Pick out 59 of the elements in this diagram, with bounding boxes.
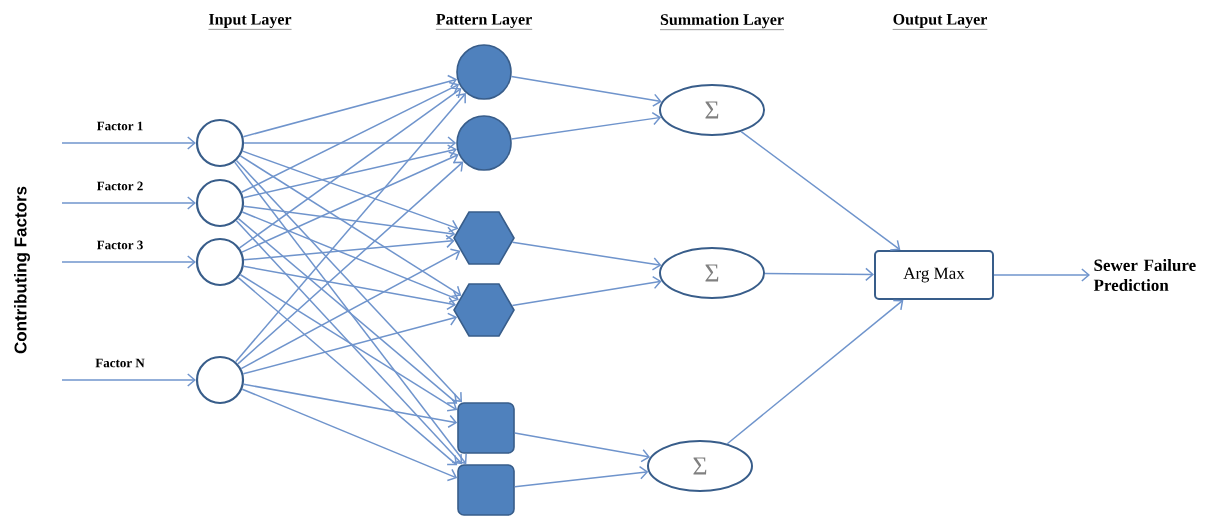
arrow xyxy=(237,276,458,466)
arrow xyxy=(242,144,457,199)
layer-heading: Output Layer xyxy=(892,14,988,30)
arrow xyxy=(241,388,458,482)
arrow xyxy=(238,87,462,249)
arrow xyxy=(241,151,459,253)
arrow xyxy=(510,111,662,140)
arrow xyxy=(243,234,455,261)
arrow xyxy=(234,93,466,363)
arrow xyxy=(242,74,458,138)
arrow xyxy=(237,217,458,404)
arrow xyxy=(233,161,467,465)
arrow xyxy=(240,81,460,194)
input-node-circle xyxy=(195,237,245,287)
pattern-node-square xyxy=(457,402,515,454)
arrow xyxy=(61,255,196,269)
arrow xyxy=(726,299,904,445)
arrow xyxy=(511,275,662,307)
arrow xyxy=(240,248,461,370)
layer-heading: Summation Layer xyxy=(659,13,785,30)
edge-label: Factor 3 xyxy=(96,240,143,250)
arrow xyxy=(237,161,464,365)
arrow xyxy=(764,267,874,282)
arrow xyxy=(242,312,458,375)
arrow xyxy=(235,159,463,403)
pattern-node-circle xyxy=(456,115,512,171)
edge-label: Factor 1 xyxy=(96,121,143,131)
pattern-node-square xyxy=(457,464,515,516)
arrow xyxy=(61,136,196,150)
arrow xyxy=(243,136,457,150)
output-box: Arg Max xyxy=(874,250,994,300)
arrow xyxy=(511,241,662,271)
arrow xyxy=(239,155,462,298)
pattern-node-hexagon xyxy=(453,211,515,265)
arrow xyxy=(514,466,649,488)
arrow xyxy=(235,219,463,465)
output-text: Sewer Failure Prediction xyxy=(1093,259,1196,291)
arrow xyxy=(510,75,662,107)
arrow xyxy=(61,196,196,210)
edge-label: Factor N xyxy=(95,358,145,368)
arrow xyxy=(239,274,458,412)
edge-label: Factor 2 xyxy=(96,181,143,191)
layer-heading: Pattern Layer xyxy=(435,14,533,30)
arrow xyxy=(243,383,458,428)
arrow xyxy=(241,150,459,233)
pattern-node-circle xyxy=(456,44,512,100)
axis-label: Contributing Factors xyxy=(14,186,30,354)
input-node-circle xyxy=(195,118,245,168)
arrow xyxy=(514,432,651,463)
arrow xyxy=(61,373,196,387)
input-node-circle xyxy=(195,355,245,405)
arrow xyxy=(241,211,459,304)
pattern-node-hexagon xyxy=(453,283,515,337)
arrow xyxy=(242,265,456,311)
input-node-circle xyxy=(195,178,245,228)
arrow xyxy=(243,205,456,240)
layer-heading: Input Layer xyxy=(208,14,292,30)
arrow xyxy=(740,130,901,251)
arrow xyxy=(993,268,1090,282)
